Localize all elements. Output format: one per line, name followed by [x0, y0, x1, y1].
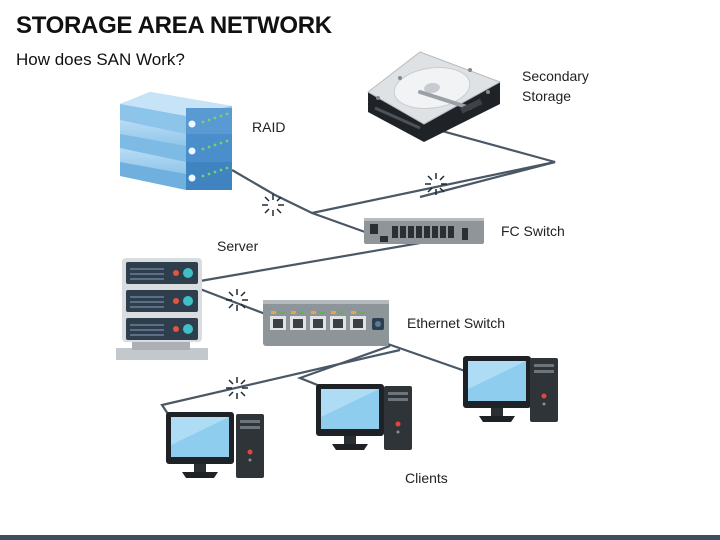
raid-label: RAID	[252, 119, 286, 135]
client-computer-icon	[166, 412, 264, 478]
client-computer-icon	[316, 384, 412, 450]
ethernet-switch-icon	[263, 300, 389, 346]
page-title: STORAGE AREA NETWORK	[16, 12, 332, 39]
cable-ethernet-to-client-right	[384, 341, 469, 374]
client-computer-icon	[463, 356, 558, 422]
network-cables	[160, 123, 556, 421]
secondary-storage-label-line1: Secondary	[522, 68, 589, 84]
cable-ethernet-to-client-middle	[296, 344, 391, 392]
cable-server-to-ethernet-switch	[199, 287, 269, 317]
raid-icon	[120, 92, 232, 190]
fc-switch-icon	[364, 218, 484, 244]
fc-switch-label: FC Switch	[501, 223, 565, 239]
clients-label: Clients	[405, 470, 448, 486]
cable-raid-to-fc-switch	[231, 169, 366, 234]
hard-drive-icon	[367, 51, 502, 142]
secondary-storage-label-line2: Storage	[522, 88, 572, 104]
cable-storage-to-fc-switch	[311, 123, 556, 215]
cable-server-to-fc-switch	[199, 241, 421, 283]
signal-burst-icon	[262, 194, 284, 216]
footer-bar	[0, 535, 720, 540]
page-subtitle: How does SAN Work?	[16, 50, 185, 69]
server-label: Server	[217, 238, 259, 254]
signal-burst-icon	[425, 173, 447, 195]
ethernet-switch-label: Ethernet Switch	[407, 315, 506, 331]
signal-burst-icon	[226, 377, 248, 399]
server-icon	[116, 258, 208, 360]
signal-burst-icon	[226, 289, 248, 311]
